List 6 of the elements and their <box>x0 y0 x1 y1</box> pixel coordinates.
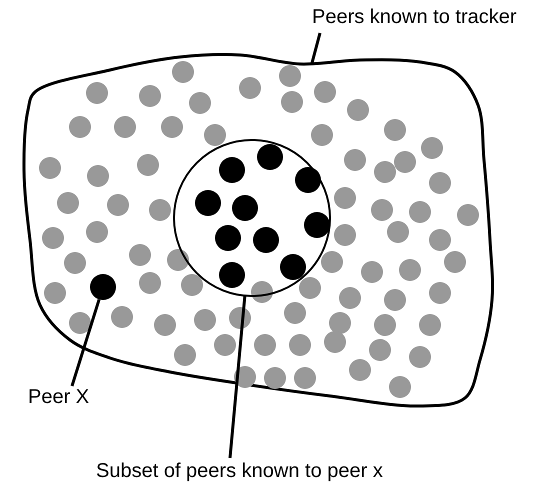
peer-label: Peer X <box>28 386 90 408</box>
subset-label: Subset of peers known to peer x <box>96 460 383 482</box>
region-label: Peers known to tracker <box>312 6 517 28</box>
leader-line <box>310 32 322 64</box>
leader-line <box>70 298 101 386</box>
leader-line <box>228 296 246 458</box>
